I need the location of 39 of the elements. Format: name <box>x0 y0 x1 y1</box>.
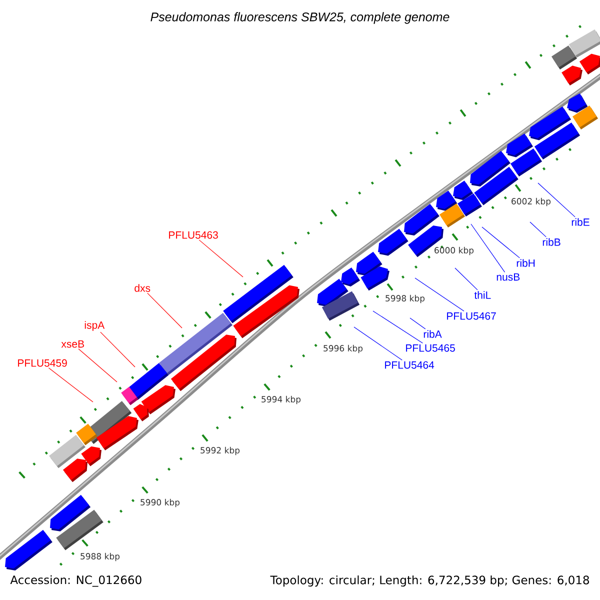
gene-label: PFLU5465 <box>406 344 455 352</box>
leader-line <box>147 292 182 328</box>
gene-label: PFLU5463 <box>169 231 218 239</box>
gene-label: ribH <box>516 259 535 267</box>
scale-label: 5996 kbp <box>324 344 363 354</box>
scale-label: 5990 kbp <box>140 498 180 508</box>
gene-label: ispA <box>84 321 105 331</box>
gene-label: PFLU5464 <box>385 361 434 369</box>
scale-label: 6002 kbp <box>512 198 551 206</box>
genome-info-text: Topology: circular; Length: 6,722,539 bp; Genes: 6,018 <box>270 575 590 587</box>
gene-label: PFLU5467 <box>447 312 496 320</box>
gene-label: ribA <box>424 330 442 338</box>
leader-line <box>414 278 464 312</box>
gene-label: PFLU5459 <box>18 359 67 367</box>
leader-line <box>372 310 423 344</box>
leader-line <box>470 224 506 272</box>
gene-label: ribB <box>542 238 560 246</box>
scale-label: 5992 kbp <box>200 446 240 456</box>
leader-line <box>100 332 136 368</box>
leader-line <box>198 240 244 278</box>
leader-line <box>482 226 520 258</box>
gene-label: thiL <box>474 291 491 299</box>
scale-label: 5998 kbp <box>386 294 425 304</box>
leader-line <box>454 268 478 290</box>
title: Pseudomonas fluorescens SBW25, complete genome <box>150 12 450 24</box>
leader-line <box>410 318 426 330</box>
leader-line <box>48 368 94 402</box>
scale-label: 6000 kbp <box>434 246 474 256</box>
scale-label: 5988 kbp <box>80 552 120 562</box>
scale-label: 5994 kbp <box>262 396 301 404</box>
accession-text: Accession: NC_012660 <box>10 575 142 587</box>
gene-label: nusB <box>496 273 520 281</box>
gene-label: ribE <box>572 218 590 226</box>
gene-label: xseB <box>61 340 84 348</box>
leader-line <box>530 222 546 238</box>
leader-line <box>78 348 118 382</box>
leader-line <box>354 326 402 360</box>
gene-label: dxs <box>134 284 150 292</box>
leader-line <box>538 182 576 218</box>
